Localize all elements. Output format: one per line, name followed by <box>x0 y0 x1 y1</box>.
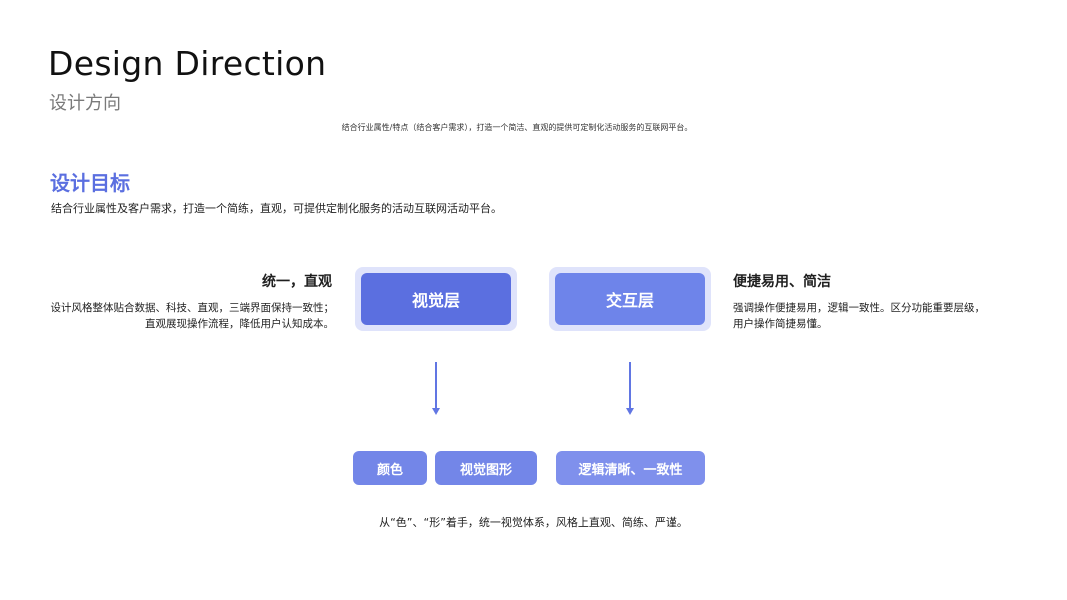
page-title: Design Direction <box>48 44 327 83</box>
footer-note: 从“色”、“形”着手，统一视觉体系，风格上直观、简练、严谨。 <box>379 516 688 529</box>
goal-heading: 设计目标 <box>50 171 130 195</box>
interaction-principle-description: 强调操作便捷易用，逻辑一致性。区分功能重要层级， 用户操作简捷易懂。 <box>733 300 985 332</box>
visual-principle-heading: 统一，直观 <box>262 274 332 290</box>
interaction-principle-line-1: 强调操作便捷易用，逻辑一致性。区分功能重要层级， <box>733 302 985 314</box>
interaction-layer-button[interactable]: 交互层 <box>555 273 705 325</box>
visual-principle-line-1: 设计风格整体贴合数据、科技、直观，三端界面保持一致性； <box>50 302 335 314</box>
interaction-principle-heading: 便捷易用、简洁 <box>733 274 831 290</box>
visual-principle-description: 设计风格整体贴合数据、科技、直观，三端界面保持一致性； 直观展现操作流程，降低用… <box>51 300 335 332</box>
interaction-layer-frame: 交互层 <box>549 267 711 331</box>
interaction-down-arrow-icon <box>626 362 634 415</box>
intro-text: 结合行业属性/特点（结合客户需求），打造一个简洁、直观的提供可定制化活动服务的互… <box>341 123 693 132</box>
color-tag[interactable]: 颜色 <box>353 451 427 485</box>
visual-down-arrow-icon <box>432 362 440 415</box>
graphics-tag[interactable]: 视觉图形 <box>435 451 537 485</box>
visual-layer-frame: 视觉层 <box>355 267 517 331</box>
goal-description: 结合行业属性及客户需求，打造一个简练，直观，可提供定制化服务的活动互联网活动平台… <box>51 202 502 215</box>
visual-layer-button[interactable]: 视觉层 <box>361 273 511 325</box>
visual-principle-line-2: 直观展现操作流程，降低用户认知成本。 <box>145 318 334 330</box>
interaction-principle-line-2: 用户操作简捷易懂。 <box>733 318 828 330</box>
logic-consistency-tag[interactable]: 逻辑清晰、一致性 <box>556 451 705 485</box>
page-subtitle: 设计方向 <box>49 93 121 114</box>
